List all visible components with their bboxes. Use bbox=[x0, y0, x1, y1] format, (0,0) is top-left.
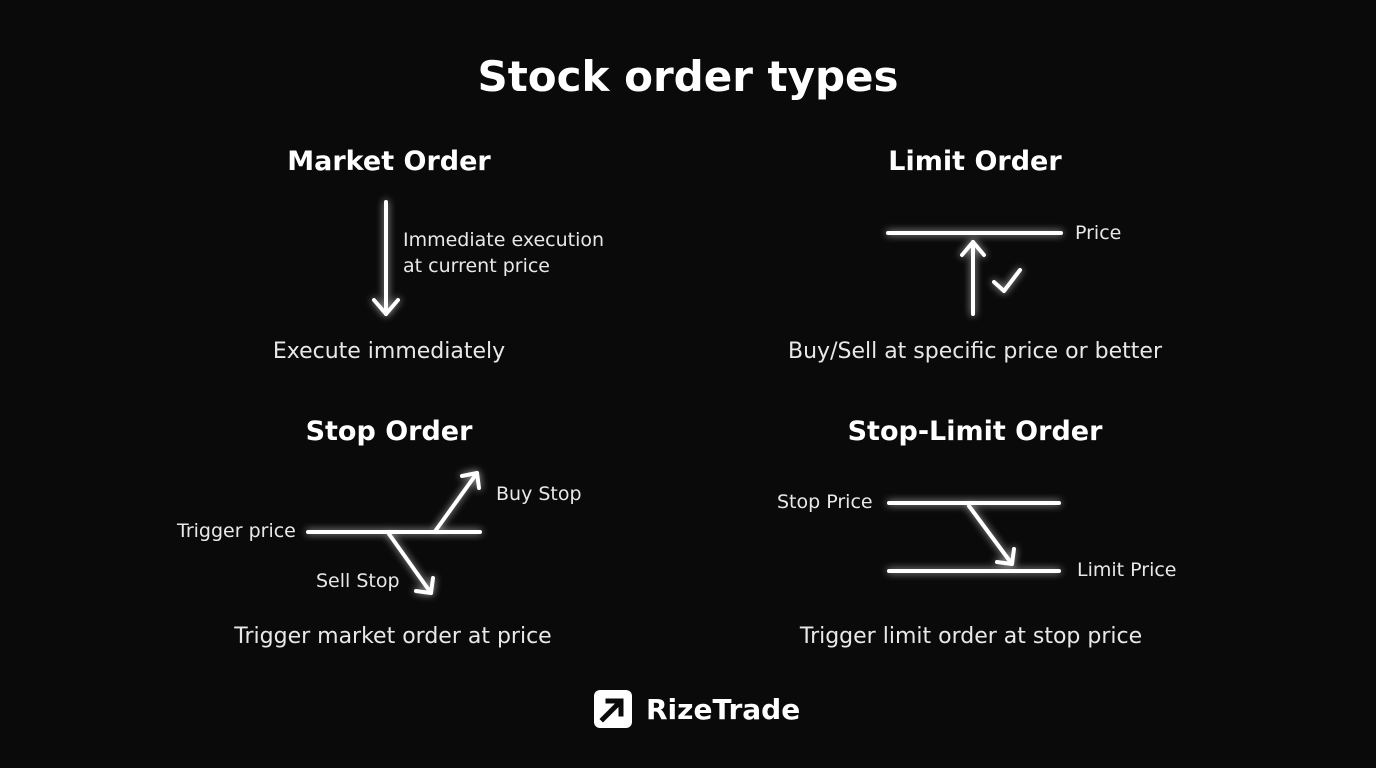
page-title: Stock order types bbox=[477, 52, 899, 101]
market-description: Execute immediately bbox=[272, 339, 506, 364]
check-icon bbox=[992, 268, 1022, 293]
rizetrade-logo-icon bbox=[594, 690, 632, 728]
stop-buy-label: Buy Stop bbox=[496, 483, 582, 505]
buy-stop-arrow bbox=[434, 471, 481, 532]
limit-price-label: Price bbox=[1075, 222, 1122, 244]
market-order-heading: Market Order bbox=[287, 146, 491, 177]
brand-name: RizeTrade bbox=[646, 692, 801, 726]
sell-stop-arrow bbox=[387, 532, 435, 595]
limit-up-arrow bbox=[960, 240, 986, 316]
stop-description: Trigger market order at price bbox=[234, 624, 552, 649]
stop-order-heading: Stop Order bbox=[305, 416, 473, 447]
limit-description: Buy/Sell at specific price or better bbox=[788, 339, 1162, 364]
stop-to-limit-arrow bbox=[967, 504, 1016, 566]
market-note-line1: Immediate execution bbox=[403, 229, 605, 251]
market-down-arrow bbox=[372, 200, 400, 316]
market-note-line2: at current price bbox=[403, 255, 550, 277]
stop-limit-stop-label: Stop Price bbox=[777, 491, 873, 513]
stop-sell-label: Sell Stop bbox=[316, 570, 400, 592]
stop-trigger-label: Trigger price bbox=[177, 520, 296, 542]
stop-limit-limit-label: Limit Price bbox=[1077, 559, 1177, 581]
brand-logo: RizeTrade bbox=[594, 690, 800, 728]
stop-limit-order-heading: Stop-Limit Order bbox=[847, 416, 1103, 447]
limit-order-heading: Limit Order bbox=[888, 146, 1062, 177]
stop-limit-description: Trigger limit order at stop price bbox=[799, 624, 1143, 649]
